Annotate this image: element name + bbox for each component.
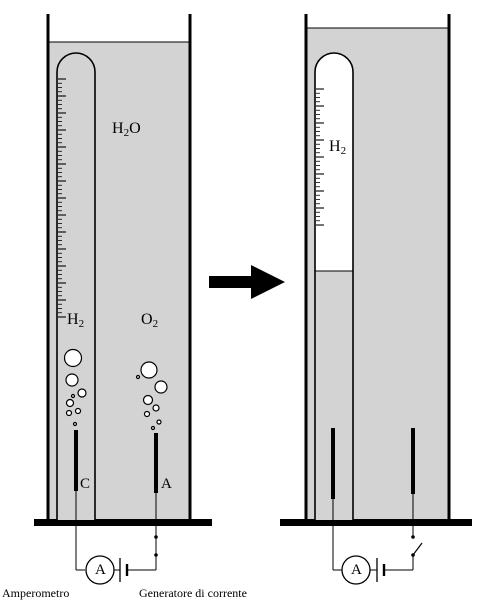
right-anode-electrode — [411, 428, 415, 494]
anode-electrode — [154, 433, 158, 493]
bubble — [152, 404, 160, 412]
right-tube-gas — [315, 53, 353, 271]
anode-bubbles — [135, 361, 168, 431]
bubble — [74, 407, 82, 415]
switch-terminal — [411, 553, 415, 557]
switch-terminal — [411, 535, 415, 539]
left-tube-scale — [58, 78, 66, 318]
bubble — [70, 393, 76, 399]
anode-gas-label: O2 — [141, 311, 159, 330]
cathode-bubbles — [63, 348, 87, 427]
left-apparatus — [34, 14, 212, 585]
right-ammeter-symbol: A — [351, 562, 362, 578]
cathode-electrode — [74, 430, 78, 491]
bubble — [154, 380, 168, 394]
collected-hydrogen-label: H2 — [329, 138, 347, 157]
bubble — [65, 398, 75, 408]
bubble — [72, 421, 78, 427]
right-circuit — [332, 494, 423, 585]
generator-caption: Generatore di corrente — [139, 586, 247, 600]
bubble — [143, 410, 151, 418]
bubble — [63, 348, 83, 368]
water-label: H2O — [112, 120, 141, 139]
cathode-gas-label: H2 — [67, 311, 85, 330]
right-base — [280, 519, 472, 526]
bubble — [150, 425, 156, 431]
right-cathode-electrode — [331, 428, 335, 499]
ammeter-caption: Amperometro — [2, 586, 70, 600]
circuit-terminal — [154, 553, 158, 557]
arrow-right-icon — [209, 265, 285, 299]
switch-lever — [412, 542, 423, 556]
ammeter-symbol: A — [95, 562, 106, 578]
right-graduated-tube — [314, 52, 354, 520]
circuit-terminal — [154, 535, 158, 539]
right-tube-water — [315, 271, 353, 520]
bubble — [156, 419, 162, 425]
right-tube-scale — [316, 88, 324, 226]
left-base — [34, 519, 212, 526]
bubble — [135, 374, 141, 380]
cathode-label: C — [80, 476, 91, 492]
bubble — [140, 361, 158, 379]
left-circuit — [75, 491, 157, 585]
bubble — [65, 409, 73, 417]
anode-label: A — [161, 476, 172, 492]
bubble — [65, 373, 79, 387]
right-apparatus — [280, 14, 472, 585]
bubble — [142, 394, 154, 406]
bubble — [77, 388, 87, 398]
